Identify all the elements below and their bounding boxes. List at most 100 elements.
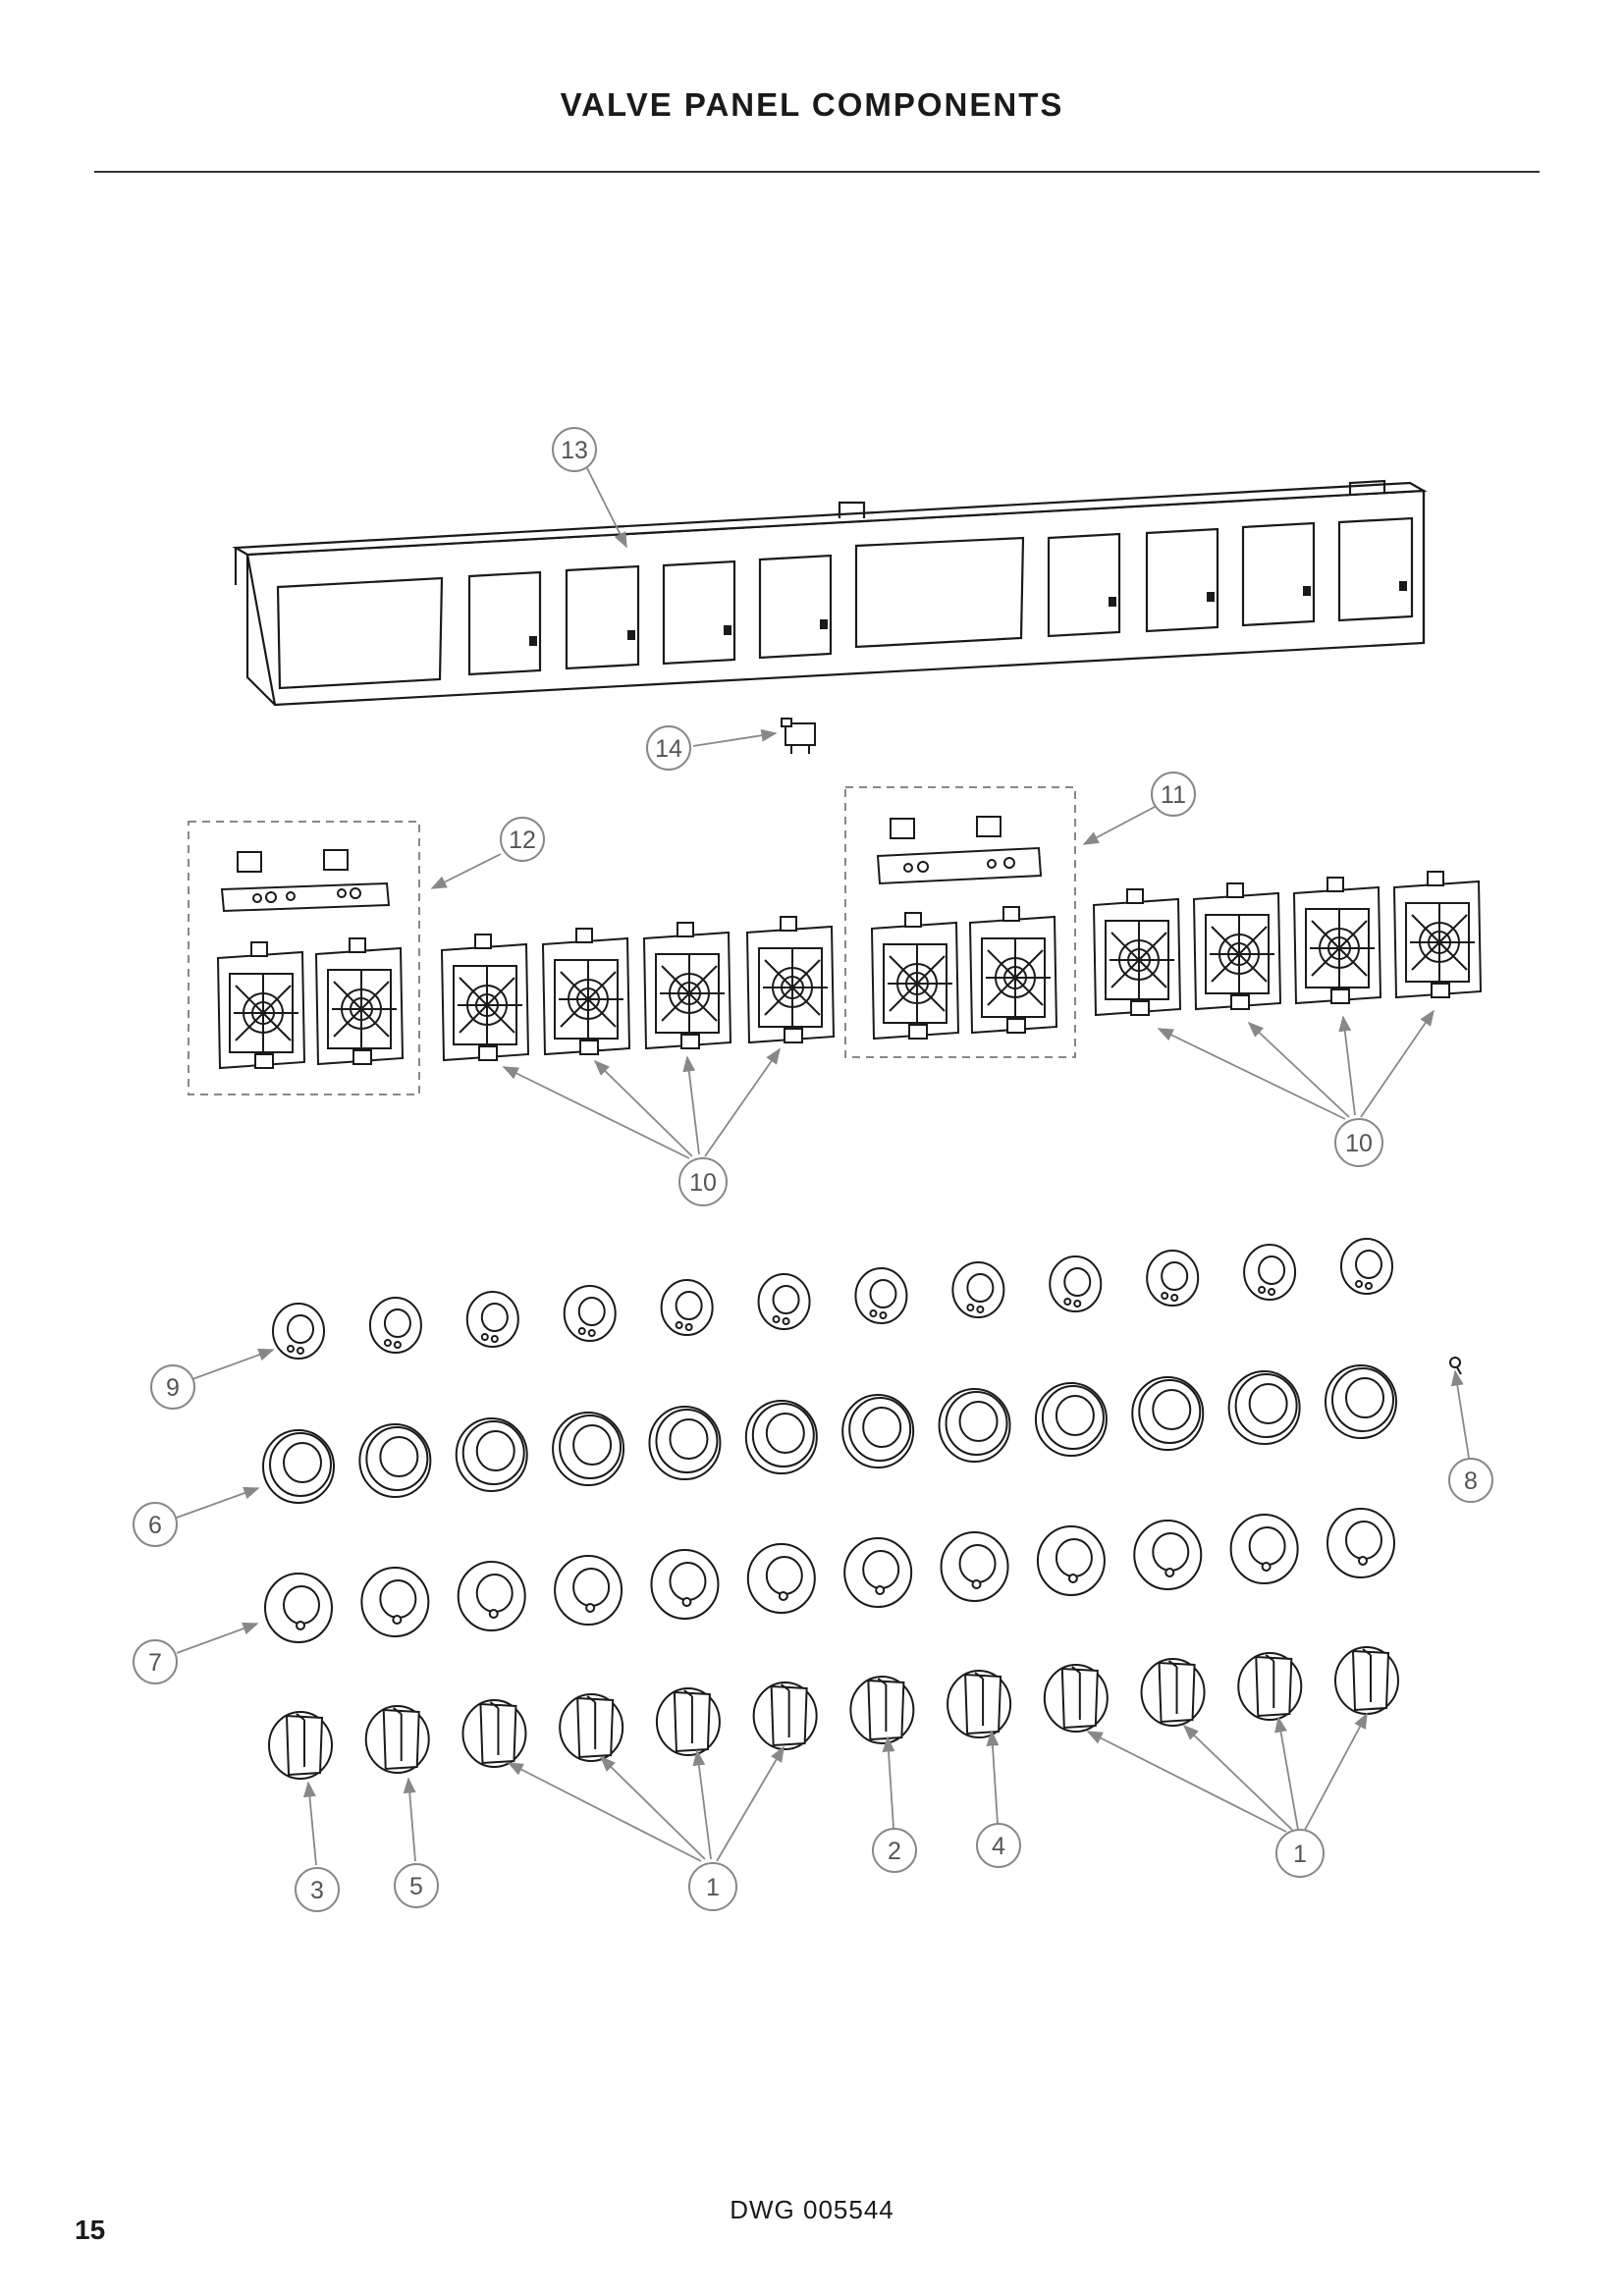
callout-1-right: 1 [1275, 1829, 1325, 1878]
callout-10-right: 10 [1334, 1118, 1383, 1167]
svg-text:10: 10 [689, 1169, 717, 1197]
valve-plate [870, 912, 960, 1041]
control-knob [559, 1693, 624, 1762]
svg-text:10: 10 [1345, 1130, 1373, 1157]
valve-plate [440, 934, 530, 1062]
knob-collar [746, 1543, 816, 1614]
knob-collar [843, 1537, 913, 1608]
svg-text:1: 1 [706, 1874, 720, 1901]
escutcheon [951, 1261, 1005, 1318]
svg-text:2: 2 [888, 1838, 901, 1865]
valve-plate [216, 941, 306, 1070]
escutcheon [660, 1279, 714, 1336]
control-knob [752, 1682, 818, 1750]
escutcheon [757, 1273, 811, 1330]
bezel-row [262, 1364, 1397, 1504]
title-divider [94, 171, 1540, 173]
escutcheon [854, 1267, 908, 1324]
bezel [262, 1429, 335, 1504]
callout-4: 4 [976, 1823, 1021, 1868]
knob-collar [1036, 1525, 1106, 1596]
knob-collar-row [264, 1508, 1395, 1643]
svg-text:9: 9 [166, 1374, 180, 1402]
control-knob [461, 1699, 527, 1768]
callout-12: 12 [500, 817, 545, 862]
knob-collar [1133, 1520, 1203, 1590]
valve-plate [1092, 888, 1182, 1017]
callout-3: 3 [295, 1867, 340, 1912]
ignition-switch-bracket-11 [876, 816, 1043, 885]
bezel [358, 1423, 432, 1498]
valve-plate [968, 906, 1058, 1035]
callout-14: 14 [646, 725, 691, 771]
escutcheon [465, 1291, 519, 1348]
knob-row [268, 1646, 1399, 1780]
svg-text:1: 1 [1293, 1841, 1307, 1868]
bezel [455, 1417, 528, 1492]
control-knob [268, 1711, 333, 1780]
callout-5: 5 [394, 1863, 439, 1908]
svg-text:8: 8 [1464, 1468, 1478, 1495]
callout-9: 9 [150, 1364, 195, 1410]
knob-collar [264, 1573, 333, 1643]
svg-text:4: 4 [992, 1833, 1005, 1860]
svg-text:11: 11 [1161, 781, 1186, 809]
valve-panel-frame [232, 479, 1428, 707]
escutcheon [1243, 1244, 1297, 1301]
knob-collar [940, 1531, 1009, 1602]
callout-8: 8 [1448, 1458, 1493, 1503]
leader-lines [176, 467, 1470, 1866]
knob-collar [554, 1555, 623, 1626]
svg-text:3: 3 [310, 1877, 324, 1904]
escutcheon [563, 1285, 617, 1342]
valve-plate [642, 922, 732, 1050]
svg-text:5: 5 [409, 1873, 423, 1900]
knob-collar [457, 1561, 526, 1631]
callout-13: 13 [552, 427, 597, 472]
ignition-switch-bracket-12 [220, 849, 391, 913]
callout-11: 11 [1151, 772, 1196, 817]
bezel [841, 1394, 915, 1468]
valve-plate [1292, 877, 1382, 1005]
knob-collar [1229, 1514, 1299, 1584]
bezel [1227, 1370, 1301, 1445]
bezel [648, 1406, 722, 1480]
svg-text:7: 7 [148, 1649, 162, 1677]
frame-clips [529, 581, 1407, 646]
valve-plates [216, 871, 1483, 1070]
control-knob [1334, 1646, 1399, 1715]
group-box-12 [188, 821, 420, 1095]
valve-plate [1192, 882, 1282, 1011]
page-number: 15 [75, 2215, 106, 2245]
valve-plate [1392, 871, 1483, 999]
knob-collar [650, 1549, 720, 1620]
control-knob [364, 1705, 430, 1774]
svg-text:12: 12 [509, 827, 536, 854]
escutcheon-row [272, 1238, 1393, 1360]
control-knob [1043, 1664, 1109, 1733]
escutcheon [368, 1297, 422, 1354]
page-title: VALVE PANEL COMPONENTS [560, 86, 1064, 123]
knob-collar [360, 1567, 430, 1637]
control-knob [947, 1670, 1012, 1738]
svg-text:13: 13 [561, 437, 588, 464]
bezel [552, 1412, 625, 1486]
group-box-11 [844, 786, 1076, 1058]
bezel [744, 1400, 818, 1474]
control-knob [655, 1687, 721, 1756]
bezel [1131, 1376, 1205, 1451]
valve-plate [314, 937, 405, 1066]
switch-part [781, 718, 816, 754]
valve-plate [745, 916, 836, 1044]
control-knob [1140, 1658, 1206, 1727]
bezel [938, 1388, 1011, 1463]
escutcheon [1146, 1250, 1200, 1307]
valve-plate [541, 928, 631, 1056]
escutcheon [272, 1303, 325, 1360]
callout-7: 7 [133, 1639, 178, 1684]
escutcheon [1049, 1255, 1103, 1312]
callout-1-left: 1 [688, 1862, 737, 1911]
callout-2: 2 [872, 1828, 917, 1873]
knob-collar [1326, 1508, 1395, 1578]
